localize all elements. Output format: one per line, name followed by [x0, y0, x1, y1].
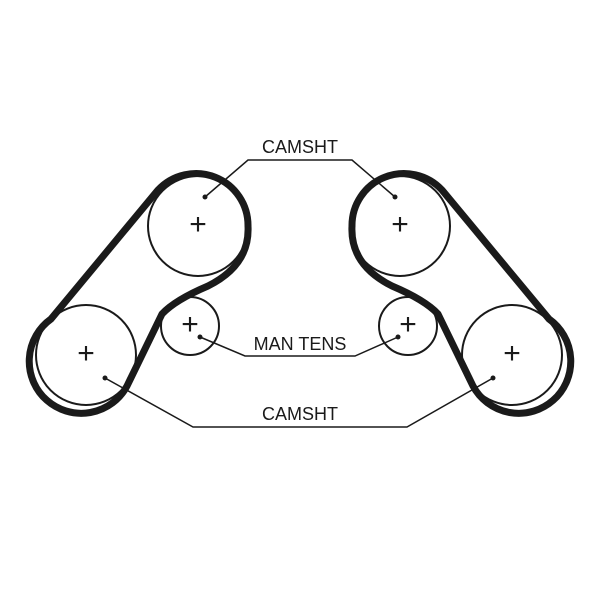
- plus-icon: +: [399, 308, 417, 341]
- pulley-bottom-left: [35, 304, 137, 406]
- plus-icon: +: [189, 208, 207, 241]
- plus-icon: +: [391, 208, 409, 241]
- plus-icon: +: [503, 337, 521, 370]
- belt-right: [348, 170, 575, 417]
- plus-icon: +: [77, 337, 95, 370]
- leader-lines: [104, 159, 494, 428]
- center-markers: + + + + + +: [77, 208, 521, 370]
- label-tensioner: MAN TENS: [254, 334, 347, 354]
- pulleys: [35, 175, 563, 406]
- plus-icon: +: [181, 308, 199, 341]
- leader-bottom: [104, 377, 494, 428]
- pulley-bottom-right: [461, 304, 563, 406]
- belt-left: [25, 170, 252, 417]
- label-camshaft-bottom: CAMSHT: [262, 404, 338, 424]
- leader-top: [204, 159, 396, 198]
- leader-dots: [102, 194, 496, 381]
- leader-tensioner: [199, 336, 399, 357]
- label-camshaft-top: CAMSHT: [262, 137, 338, 157]
